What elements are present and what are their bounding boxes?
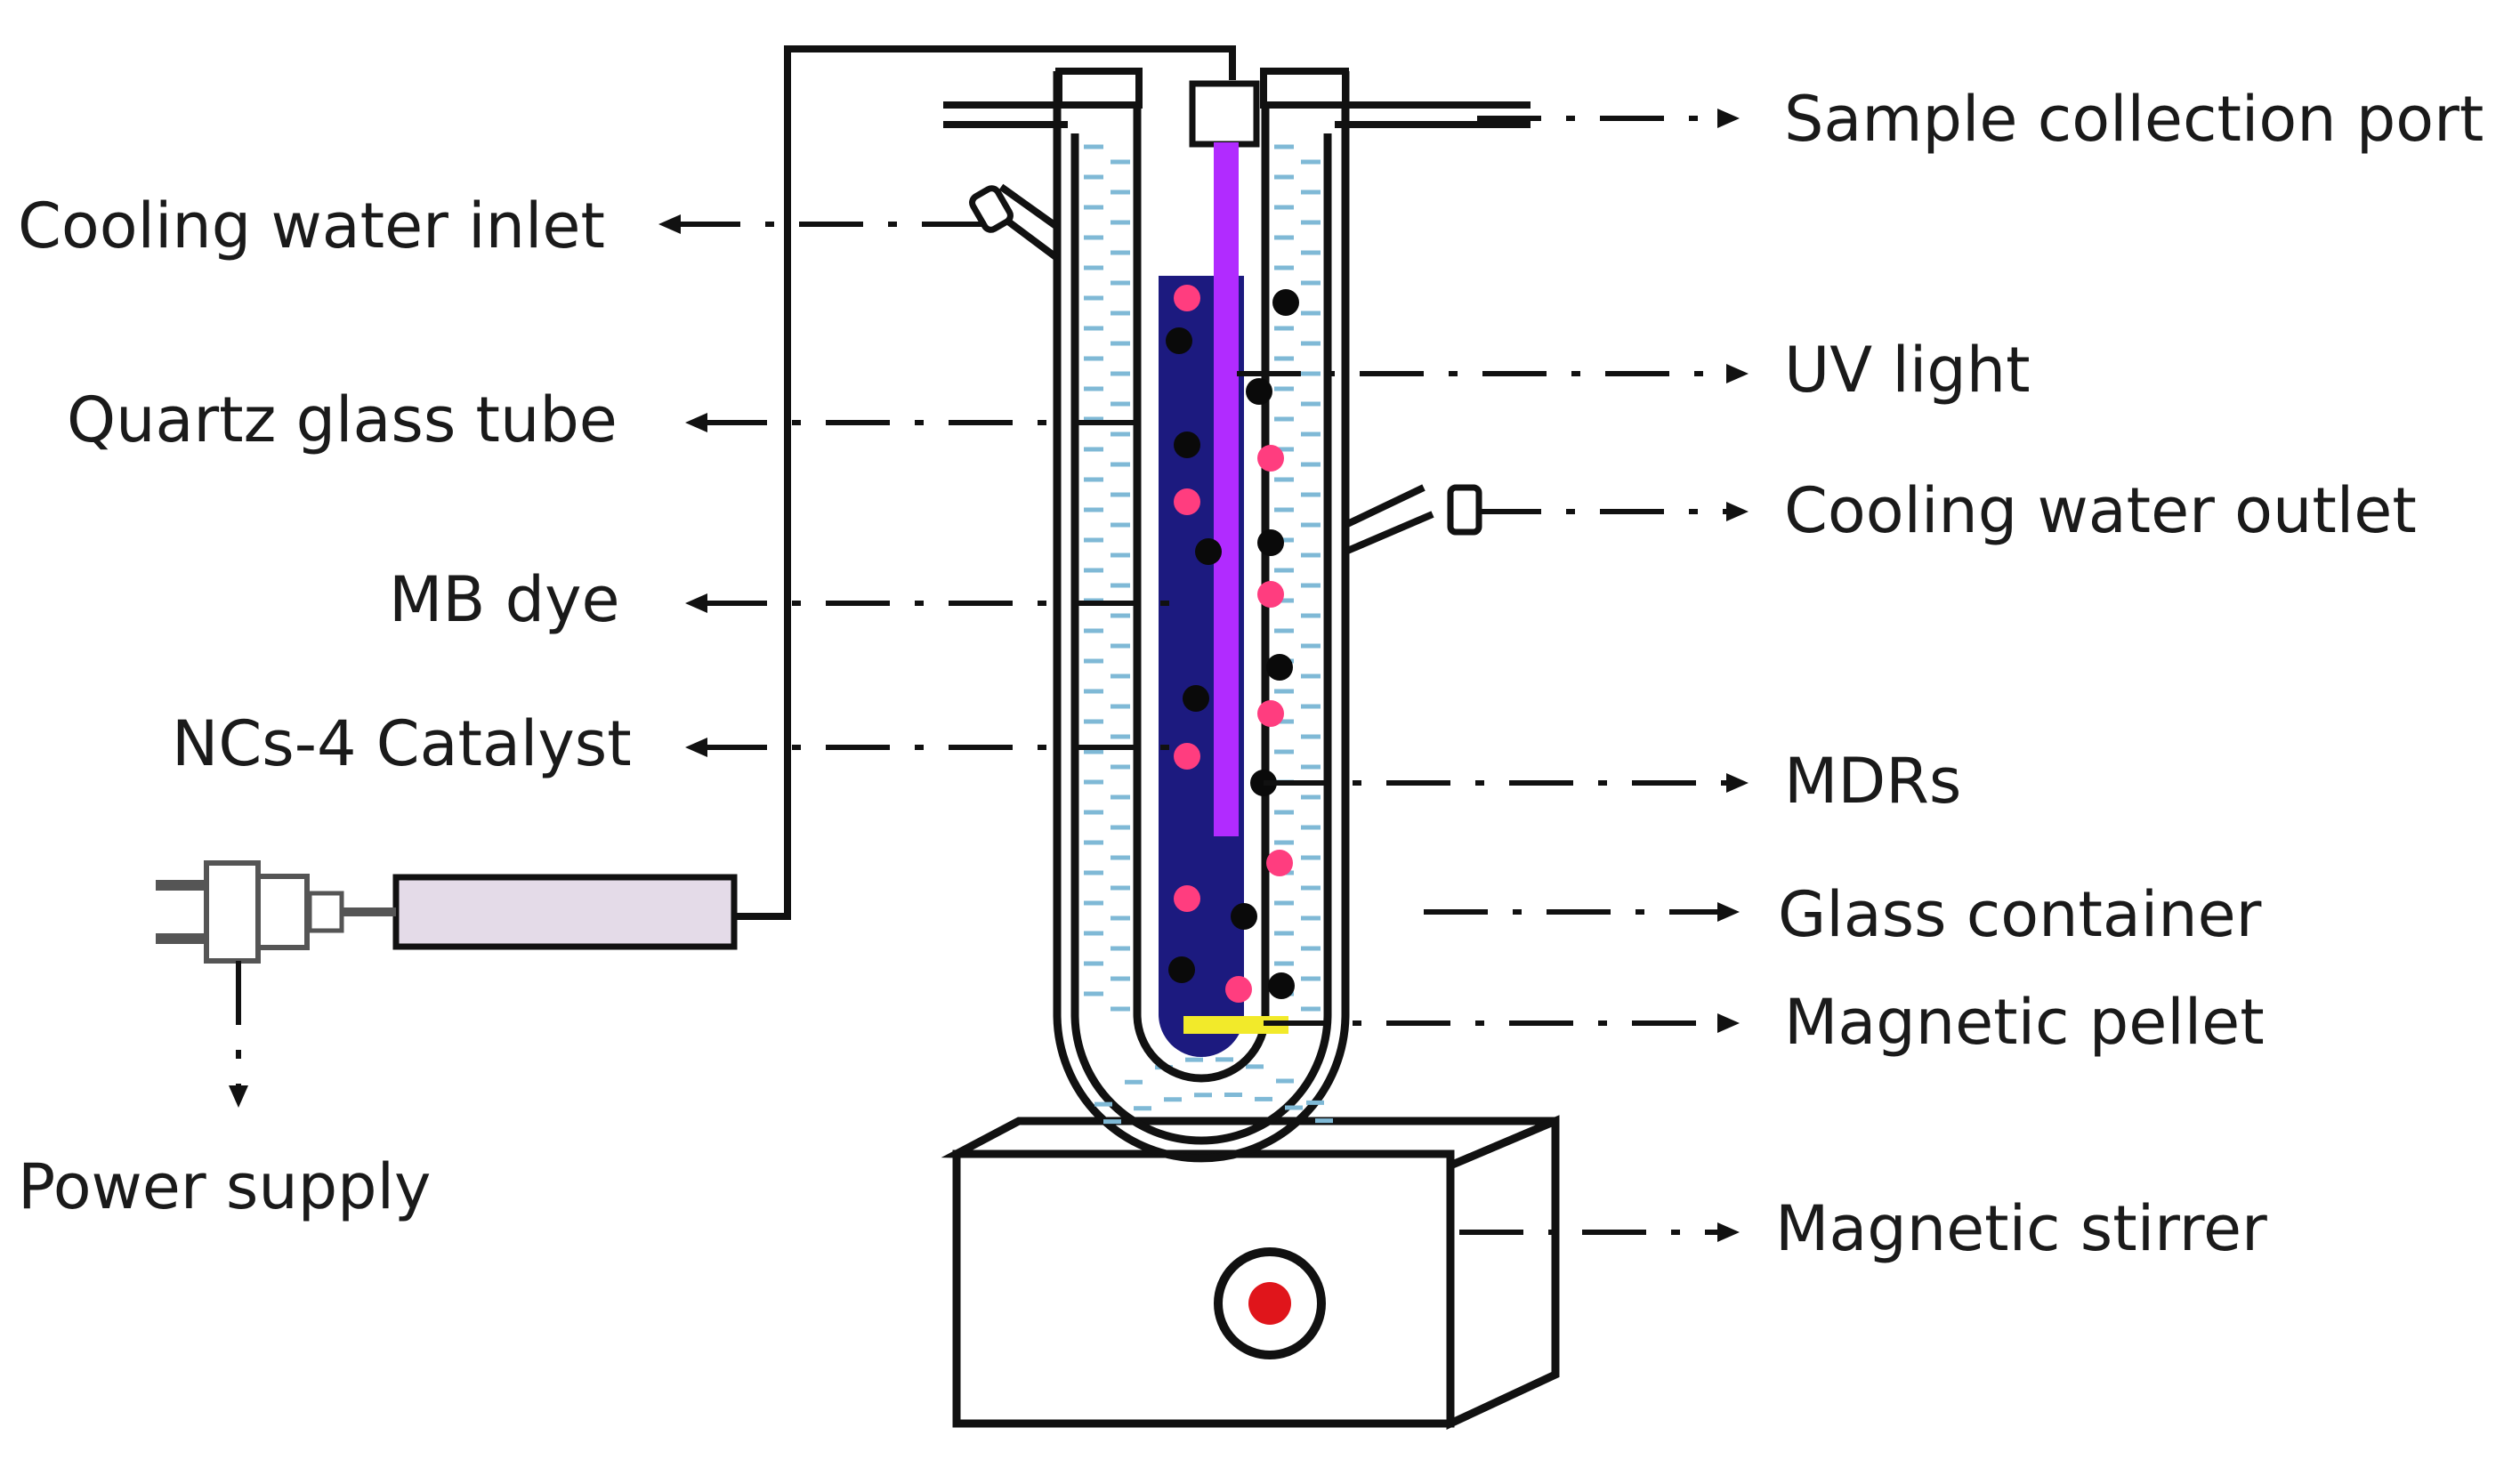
mdr-particle (1266, 654, 1293, 681)
mdr-particle (1174, 432, 1200, 458)
catalyst-particle (1225, 976, 1252, 1003)
catalyst-particle (1257, 581, 1284, 608)
mdr-particle (1268, 972, 1295, 999)
catalyst-particle (1174, 743, 1200, 770)
label-mb-dye: MB dye (389, 563, 620, 636)
cooling-water-inlet-pipe (969, 183, 1060, 262)
uv-lamp (1214, 142, 1239, 836)
catalyst-particle (1174, 488, 1200, 515)
mdr-particle (1246, 378, 1272, 405)
label-sample-collection-port: Sample collection port (1784, 83, 2484, 156)
label-cooling-water-outlet: Cooling water outlet (1784, 474, 2417, 547)
catalyst-particle (1266, 850, 1293, 876)
label-magnetic-stirrer: Magnetic stirrer (1775, 1192, 2267, 1265)
mdr-particle (1257, 529, 1284, 556)
catalyst-particle (1257, 700, 1284, 727)
mdr-particle (1183, 685, 1209, 712)
power-plug-icon (156, 860, 396, 964)
magnetic-stirrer-box (941, 1115, 1560, 1431)
cooling-water-outlet-pipe (1344, 484, 1482, 555)
magnetic-pellet (1183, 1016, 1288, 1034)
label-mdrs: MDRs (1784, 745, 1961, 818)
cooling-water-right (1274, 144, 1321, 1012)
mdr-particle (1231, 903, 1257, 930)
mdr-particle (1272, 289, 1299, 316)
cooling-water-bottom (1094, 1057, 1333, 1125)
stirrer-knob-icon (1214, 1247, 1326, 1359)
catalyst-particle (1174, 885, 1200, 912)
stirrer-indicator-light (1248, 1282, 1291, 1325)
uv-lamp-holder (1189, 80, 1260, 148)
leader-lines (229, 109, 1749, 1242)
label-uv-light: UV light (1784, 334, 2031, 407)
label-quartz-glass-tube: Quartz glass tube (67, 383, 618, 456)
cooling-water-left (1084, 144, 1130, 1012)
label-glass-container: Glass container (1778, 878, 2262, 951)
power-cable (734, 45, 1236, 920)
catalyst-particle (1257, 445, 1284, 472)
particles (1166, 285, 1299, 1003)
label-cooling-water-inlet: Cooling water inlet (18, 190, 605, 262)
mdr-particle (1168, 956, 1195, 983)
reactor-lid (943, 68, 1531, 128)
mdr-particle (1166, 327, 1192, 354)
quartz-glass-tube (1133, 71, 1270, 1083)
power-supply-box (392, 874, 738, 950)
glass-container (1053, 71, 1350, 1163)
label-magnetic-pellet: Magnetic pellet (1784, 986, 2265, 1059)
label-power-supply: Power supply (18, 1150, 431, 1223)
mdr-particle (1195, 538, 1222, 565)
label-ncs4-catalyst: NCs-4 Catalyst (172, 707, 632, 780)
catalyst-particle (1174, 285, 1200, 311)
